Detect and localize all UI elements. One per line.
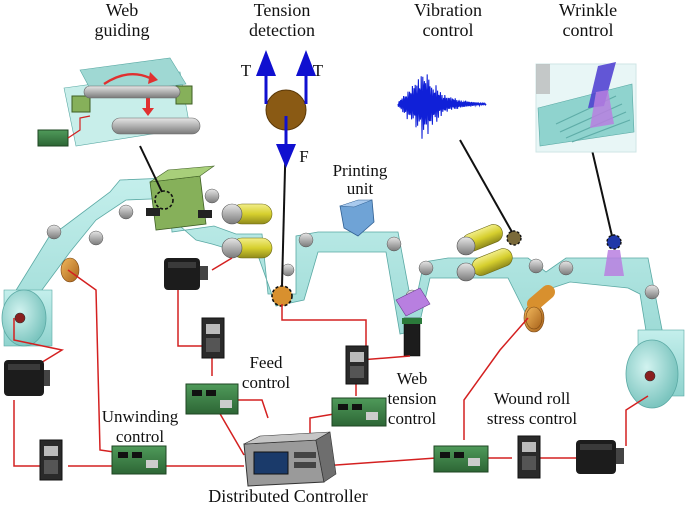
roller-icon (46, 224, 62, 240)
roller-icon (221, 237, 243, 259)
feed-nip-rollers (221, 203, 273, 259)
controller-icon (243, 431, 337, 487)
roll-core-icon (644, 370, 656, 382)
roller-icon (386, 236, 402, 252)
roller-icon (456, 262, 476, 282)
label-wound-roll-2: stress control (487, 409, 577, 428)
roller-icon (204, 188, 220, 204)
label-wrinkle-control-1: Wrinkle (559, 0, 617, 20)
up-arrow-icon (296, 50, 316, 76)
down-arrow-icon (142, 108, 154, 116)
label-vibration-control-2: control (423, 20, 474, 40)
printing-head (339, 199, 375, 237)
labels: Web guiding Tension detection Vibration … (94, 0, 617, 506)
roller-icon (528, 258, 544, 274)
motor-rewind (576, 440, 624, 474)
print-nip-rollers (456, 224, 513, 282)
servo-drive-icon (517, 435, 541, 479)
vibration-sensor (506, 230, 522, 246)
label-web-tension-control-1: Web (397, 369, 428, 388)
servo-drives (39, 317, 541, 481)
label-web-tension-control-2: tension (387, 389, 437, 408)
up-arrow-icon (256, 50, 276, 76)
guide-clamp (198, 210, 212, 218)
unwinding-roll (1, 289, 53, 347)
roller-icon (88, 230, 104, 246)
label-tension-detection-2: detection (249, 20, 315, 40)
web-path (9, 177, 667, 393)
circuit-board-icon (185, 383, 239, 415)
roller-icon (281, 263, 295, 277)
roller-icon (118, 204, 134, 220)
inset-web-guiding (37, 57, 201, 147)
sensor-icon (606, 234, 622, 250)
focus-ring-icon (154, 190, 174, 210)
label-force-down: F (299, 147, 308, 166)
label-feed-control-1: Feed (249, 353, 283, 372)
label-vibration-control-1: Vibration (414, 0, 482, 20)
orange-rollers (60, 257, 555, 333)
roller-icon (60, 257, 80, 283)
inset-vibration-waveform (397, 74, 487, 139)
label-force-right: T (313, 61, 324, 80)
web-guide-unit (146, 165, 216, 231)
web-tension-actuator (395, 287, 431, 357)
vibration-waveform (397, 74, 487, 139)
down-arrow-icon (276, 144, 296, 168)
roller-icon (221, 203, 243, 225)
rotate-arrow-icon (103, 72, 151, 85)
label-web-tension-control-3: control (388, 409, 436, 428)
motor-unwind (4, 360, 50, 396)
servo-drive-icon (345, 345, 369, 385)
label-web-guiding-1: Web (106, 0, 139, 20)
web-film (9, 177, 667, 393)
label-unwinding-control-2: control (116, 427, 164, 446)
guide-clamp (146, 208, 160, 216)
label-force-left: T (241, 61, 252, 80)
label-feed-control-2: control (242, 373, 290, 392)
circuit-board-icon (331, 397, 387, 427)
roller-icon (558, 260, 574, 276)
label-tension-detection-1: Tension (254, 0, 311, 20)
inset-tension-detection (256, 50, 316, 168)
servo-drive-icon (39, 439, 63, 481)
wiring (13, 257, 649, 467)
wrinkle-sensor (604, 234, 624, 276)
circuit-board-icon (433, 445, 489, 473)
rewind-roll (625, 329, 685, 409)
sensor-icon (506, 230, 522, 246)
roll-core-icon (14, 312, 26, 324)
servo-drive-icon (201, 317, 225, 359)
roller-icon (644, 284, 660, 300)
sensor-icon (271, 285, 293, 307)
label-web-guiding-2: guiding (94, 20, 149, 40)
label-wound-roll-1: Wound roll (494, 389, 571, 408)
label-unwinding-control-1: Unwinding (102, 407, 179, 426)
tension-sensor (271, 285, 293, 307)
roller-icon (418, 260, 434, 276)
label-distributed-controller: Distributed Controller (208, 486, 367, 506)
motor-feed (164, 258, 208, 290)
inset-wrinkle-control (535, 62, 637, 153)
roller-icon (456, 236, 476, 256)
roller-icon (298, 232, 314, 248)
circuit-boards (111, 383, 489, 475)
circuit-board-icon (111, 445, 167, 475)
label-printing-unit-2: unit (347, 179, 374, 198)
label-printing-unit-1: Printing (333, 161, 388, 180)
label-wrinkle-control-2: control (563, 20, 614, 40)
